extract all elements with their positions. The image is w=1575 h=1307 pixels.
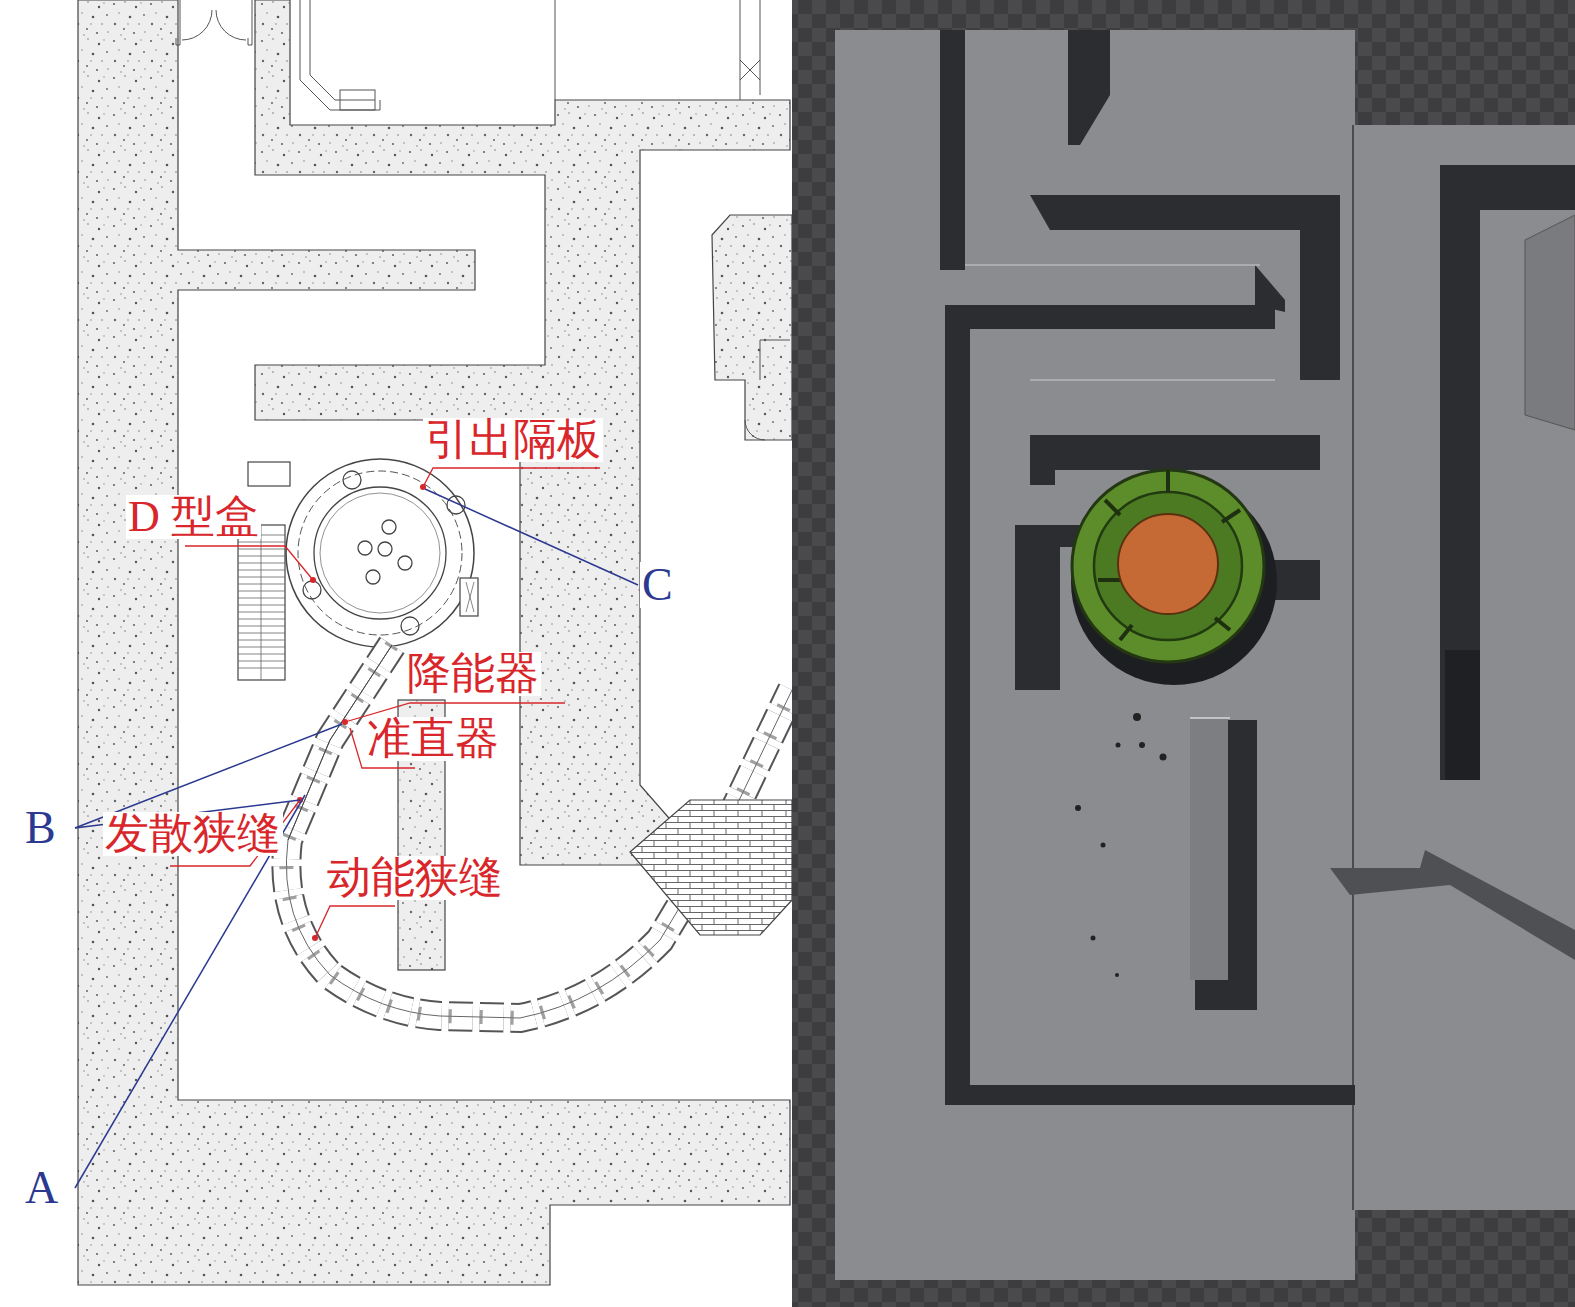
part-label: 动能狭缝 bbox=[325, 856, 505, 900]
callout-letter: B bbox=[23, 805, 58, 851]
part-label: 降能器 bbox=[405, 652, 541, 696]
part-label: 准直器 bbox=[365, 717, 501, 761]
part-label: 引出隔板 bbox=[423, 418, 603, 462]
callout-letter: A bbox=[23, 1165, 60, 1211]
callout-letter: C bbox=[640, 562, 675, 608]
part-label: 发散狭缝 bbox=[103, 812, 283, 856]
part-label: D 型盒 bbox=[126, 495, 261, 539]
